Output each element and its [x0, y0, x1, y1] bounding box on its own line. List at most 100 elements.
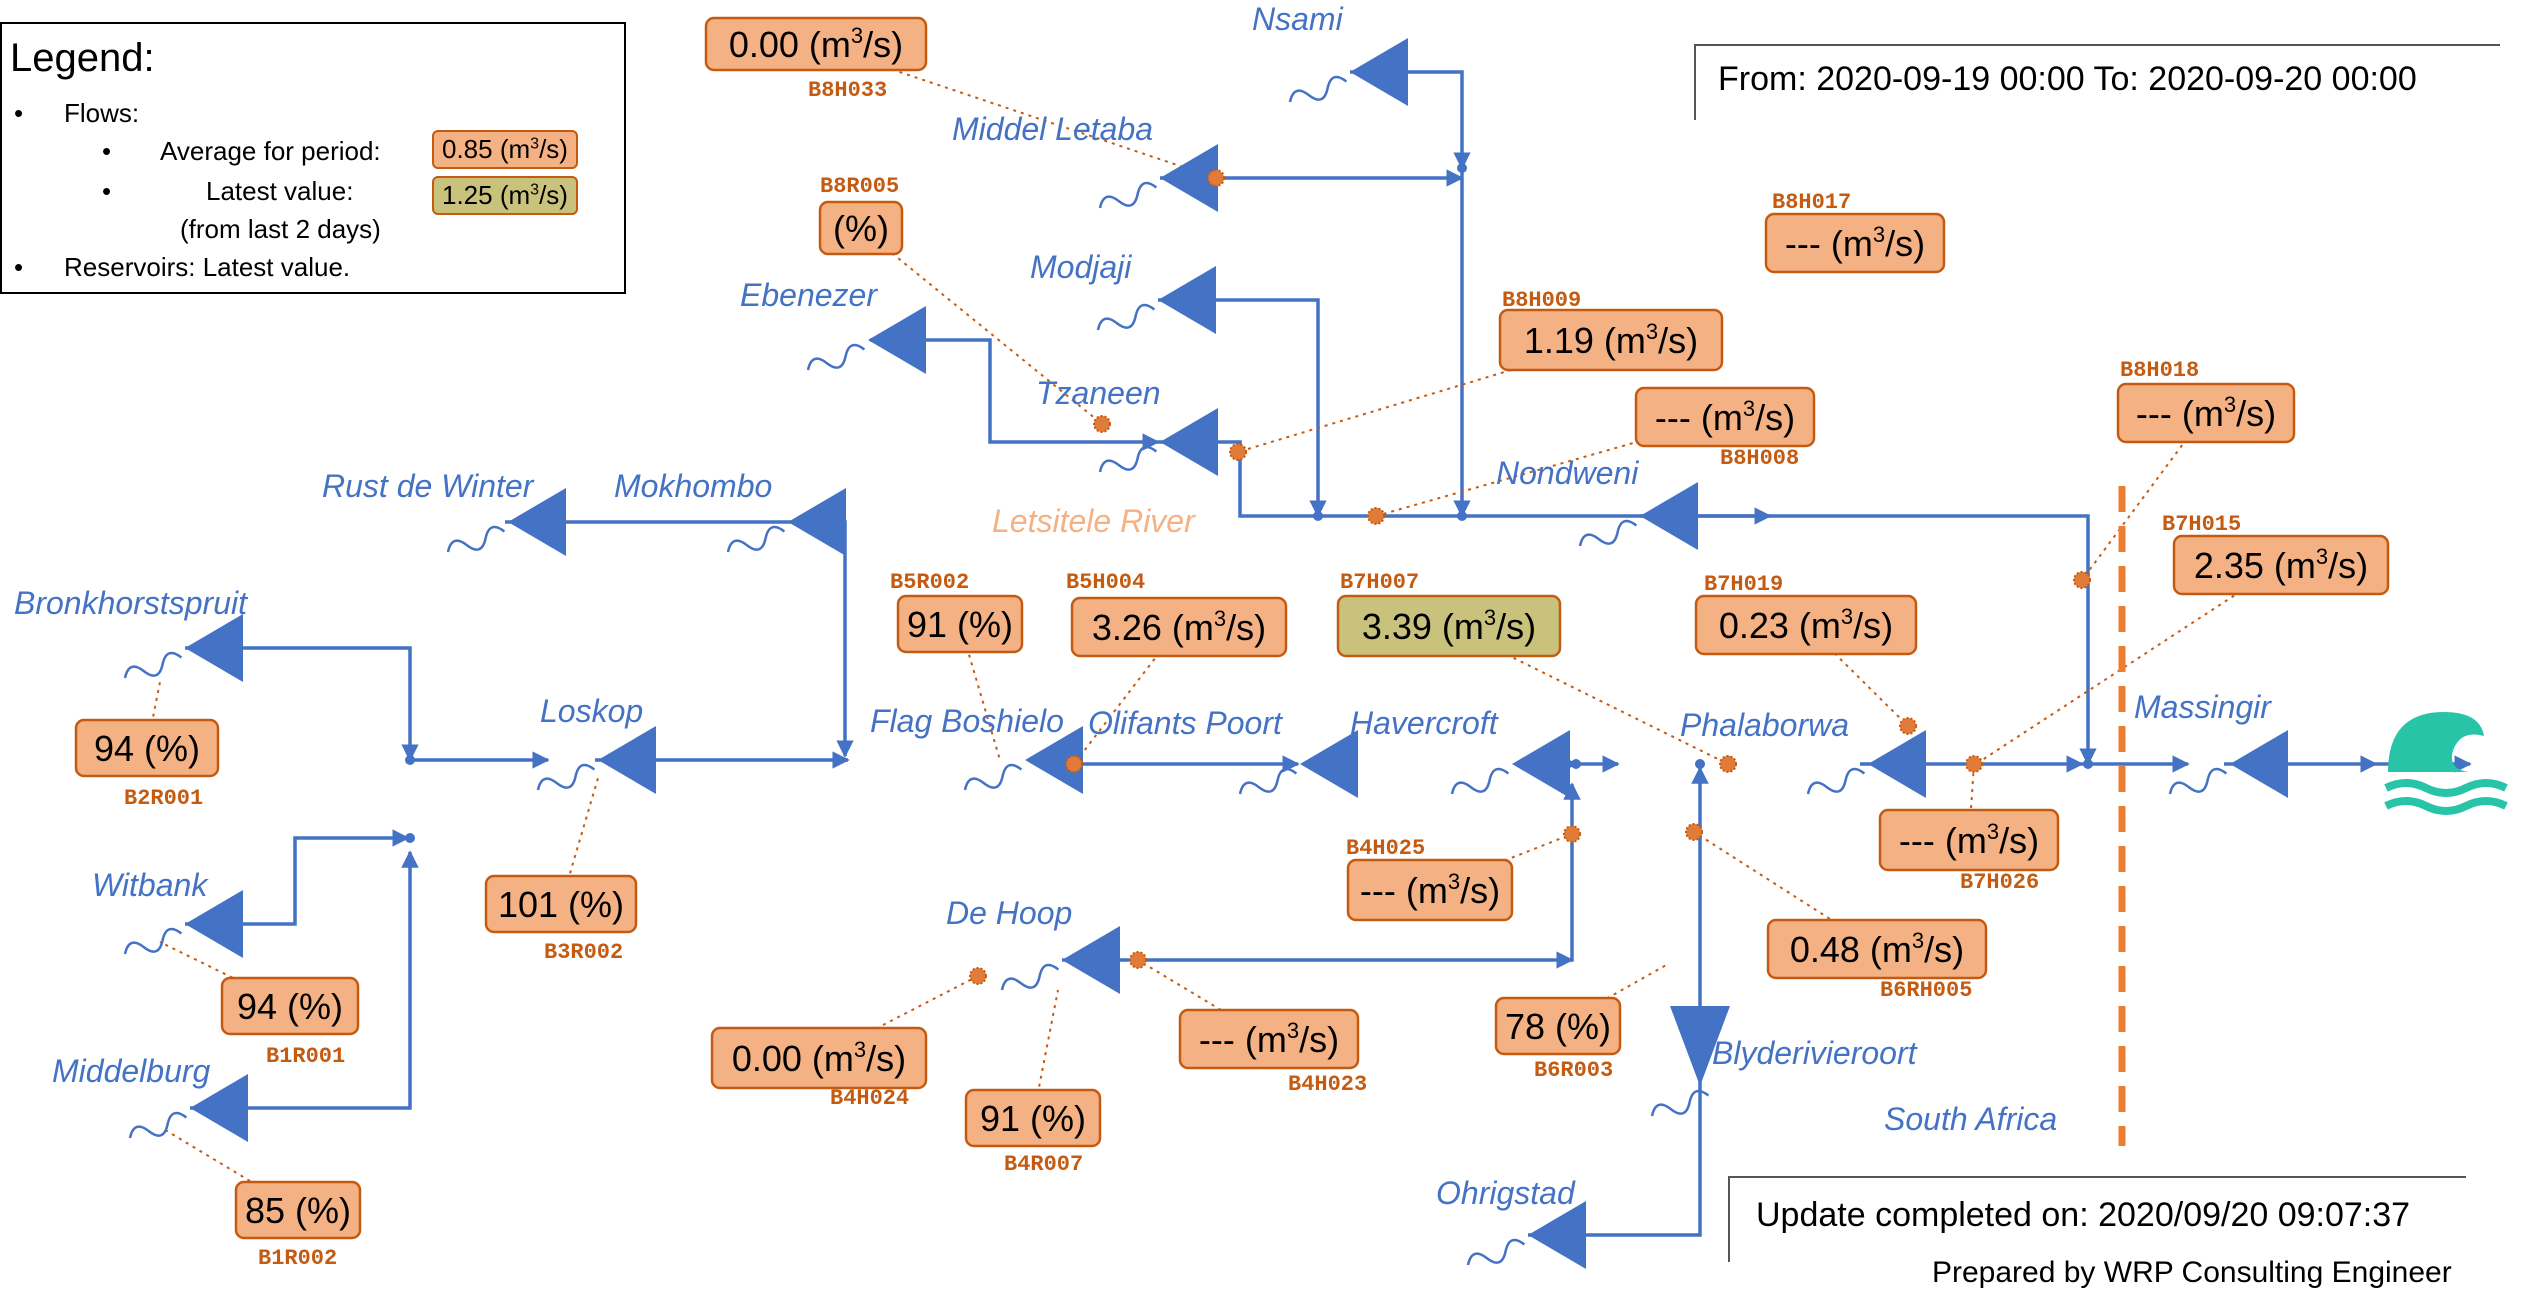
station-badge: 94 (%)B1R001: [220, 976, 360, 1069]
dam-name-label: Mokhombo: [614, 468, 772, 504]
legend-average-label: Average for period:: [160, 136, 381, 166]
dam-name-label: Phalaborwa: [1680, 707, 1849, 743]
gauge-marker-icon: [1719, 755, 1737, 773]
station-badge-box: [234, 1180, 362, 1240]
dam-name-label: Havercroft: [1350, 705, 1499, 741]
sea-icon: [2384, 712, 2508, 815]
legend-flows-label: Flows:: [64, 98, 140, 128]
station-code: B4H023: [1288, 1072, 1367, 1097]
dam-name-label: Bronkhorstspruit: [14, 585, 248, 621]
dam-triangle-icon: [1062, 926, 1120, 994]
station-code: B6R003: [1534, 1058, 1613, 1083]
junction-dot: [1695, 759, 1705, 769]
dam-name-label: Blyderivieroort: [1712, 1035, 1918, 1071]
dam-name-label: Nsami: [1252, 1, 1344, 37]
wave-icon: [1098, 445, 1158, 473]
station-value: 3.39 (m3/s): [1362, 605, 1536, 647]
station-code: B7H026: [1960, 870, 2039, 895]
wave-icon: [123, 927, 183, 955]
station-badge-box: [1070, 596, 1288, 658]
gauge-marker-icon: [1563, 825, 1581, 843]
dam-triangle-icon: [788, 488, 846, 556]
junction-dot: [1457, 511, 1467, 521]
dam-triangle-icon: [1160, 408, 1218, 476]
leader-line: [560, 777, 599, 905]
wave-icon: [1000, 963, 1060, 991]
station-badge-box: [2172, 534, 2390, 596]
station-badge-box: [1764, 212, 1946, 274]
station-badge: 91 (%)B4R007: [964, 1088, 1102, 1177]
river-segment: [870, 338, 1160, 451]
wave-icon: [123, 651, 183, 679]
station-badge: 101 (%) B3R002: [484, 874, 638, 965]
dam-triangle-icon: [185, 890, 243, 958]
station-badge: 94 (%) B2R001: [74, 718, 220, 811]
station-value: 91 (%): [907, 604, 1013, 645]
gauge-marker-icon: [1229, 443, 1247, 461]
dam-triangle-icon: [2230, 730, 2288, 798]
station-code: B7H007: [1340, 570, 1419, 595]
dam-triangle-icon: [1868, 730, 1926, 798]
station-value: 78 (%): [1505, 1006, 1611, 1047]
legend-title: Legend:: [10, 36, 155, 80]
dam-name-label: Ebenezer: [740, 277, 878, 313]
station-value: 0.48 (m3/s): [1790, 928, 1964, 970]
dam-name-label: Flag Boshielo: [870, 703, 1064, 739]
station-badge-box: [74, 718, 220, 778]
bullet-icon: •: [102, 136, 112, 166]
station-value: 0.00 (m3/s): [732, 1037, 906, 1079]
junction-dot: [2083, 759, 2093, 769]
country-label: South Africa: [1884, 1101, 2057, 1137]
leader-line: [1032, 989, 1059, 1119]
dam-triangle-icon: [868, 306, 926, 374]
dam-name-label: Middelburg: [52, 1053, 211, 1089]
station-badge: --- (m3/s)B8H008: [1634, 386, 1816, 471]
station-code: B2R001: [124, 786, 203, 811]
station-code: B6RH005: [1880, 978, 1972, 1003]
station-value: --- (m3/s): [1199, 1018, 1339, 1060]
station-code: B3R002: [544, 940, 623, 965]
station-badge: 3.26 (m3/s)B5H004: [1066, 570, 1288, 658]
wave-icon: [1288, 75, 1348, 103]
station-value: 101 (%): [498, 884, 624, 925]
dam-name-label: Nondweni: [1496, 455, 1639, 491]
station-badge: (%)B8R005: [818, 174, 904, 256]
station-code: B8H018: [2120, 358, 2199, 383]
sea-wave-shape: [2388, 712, 2484, 772]
dam-triangle-icon: [598, 726, 656, 794]
dam-triangle-icon: [1160, 144, 1218, 212]
dam-name-label: Loskop: [540, 693, 643, 729]
station-value: 94 (%): [94, 728, 200, 769]
station-code: B5R002: [890, 570, 969, 595]
river-label: Letsitele River: [992, 503, 1196, 539]
station-badge: 0.23 (m3/s)B7H019: [1694, 572, 1918, 656]
station-value: 1.19 (m3/s): [1524, 319, 1698, 361]
wave-icon: [1806, 767, 1866, 795]
station-value: --- (m3/s): [1785, 222, 1925, 264]
dam-triangle-icon: [1512, 730, 1570, 798]
station-code: B8H033: [808, 78, 887, 103]
wave-icon: [1096, 303, 1156, 331]
station-code: B1R002: [258, 1246, 337, 1271]
gauge-marker-icon: [1899, 717, 1917, 735]
station-code: B4H024: [830, 1086, 909, 1111]
legend-reservoirs-label: Reservoirs: Latest value.: [64, 252, 351, 282]
wave-icon: [446, 525, 506, 553]
station-value: 0.23 (m3/s): [1719, 604, 1893, 646]
station-badge: 3.39 (m3/s) B7H007: [1336, 570, 1562, 658]
wave-icon: [128, 1111, 188, 1139]
gauge-marker-icon: [1207, 169, 1225, 187]
leader-line: [860, 227, 1103, 425]
bullet-icon: •: [102, 176, 112, 206]
period-box: From: 2020-09-19 00:00 To: 2020-09-20 00…: [1694, 44, 2500, 120]
update-box: Update completed on: 2020/09/20 09:07:37: [1728, 1176, 2466, 1262]
wave-icon: [726, 525, 786, 553]
dam-name-label: Witbank: [92, 867, 209, 903]
station-value: 2.35 (m3/s): [2194, 544, 2368, 586]
gauge-marker-icon: [1129, 951, 1147, 969]
dam-triangle-icon: [508, 488, 566, 556]
station-value: 3.26 (m3/s): [1092, 606, 1266, 648]
junction-dot: [405, 755, 415, 765]
station-badge-box: [1336, 594, 1562, 658]
